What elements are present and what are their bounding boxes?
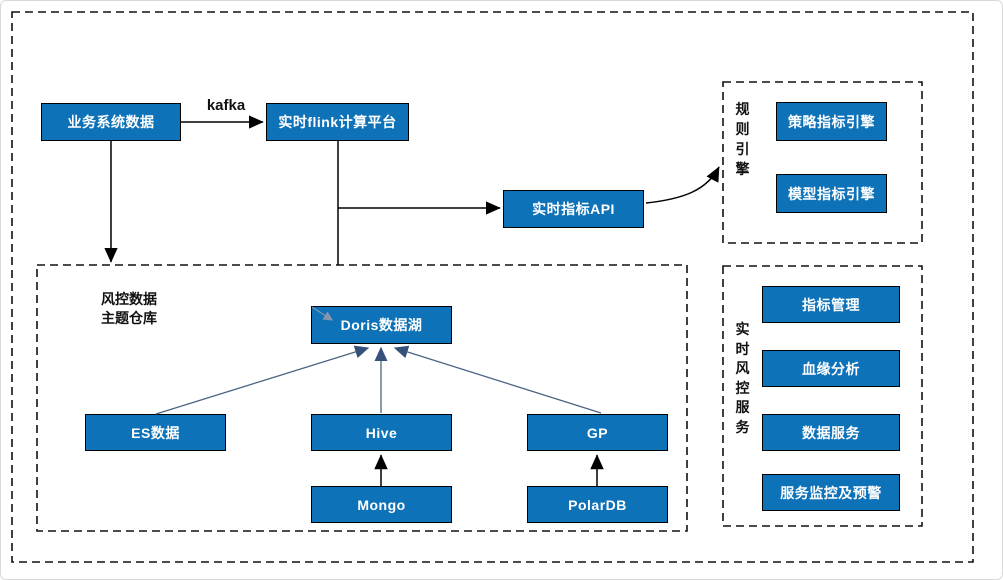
node-realtime-metric-api: 实时指标API [503,190,644,228]
node-business-system-data: 业务系统数据 [41,103,181,141]
group-label-line1: 风控数据 [101,291,157,307]
group-label-rule-engine: 规则引擎 [735,101,750,177]
node-mongo: Mongo [311,486,452,523]
node-doris-datalake: Doris数据湖 [311,306,452,344]
node-data-service: 数据服务 [762,414,900,451]
node-model-metric-engine: 模型指标引擎 [776,174,887,213]
arrow-api-to-rule-engine [645,166,720,204]
group-label-line2: 主题仓库 [101,310,157,326]
node-service-monitoring-alert: 服务监控及预警 [762,474,900,511]
node-es-data: ES数据 [85,414,226,451]
arrow-es-to-doris [155,345,370,415]
group-label-risk-data-warehouse: 风控数据 主题仓库 [101,290,181,328]
node-lineage-analysis: 血缘分析 [762,350,900,387]
node-hive: Hive [311,414,452,451]
arrow-gp-to-doris [393,345,602,414]
node-polardb: PolarDB [527,486,668,523]
node-strategy-metric-engine: 策略指标引擎 [776,102,887,141]
node-gp: GP [527,414,668,451]
edge-label-kafka: kafka [206,97,246,114]
node-metric-management: 指标管理 [762,286,900,323]
group-label-realtime-risk-services: 实时风控服务 [735,321,750,435]
node-flink-platform: 实时flink计算平台 [266,103,409,141]
